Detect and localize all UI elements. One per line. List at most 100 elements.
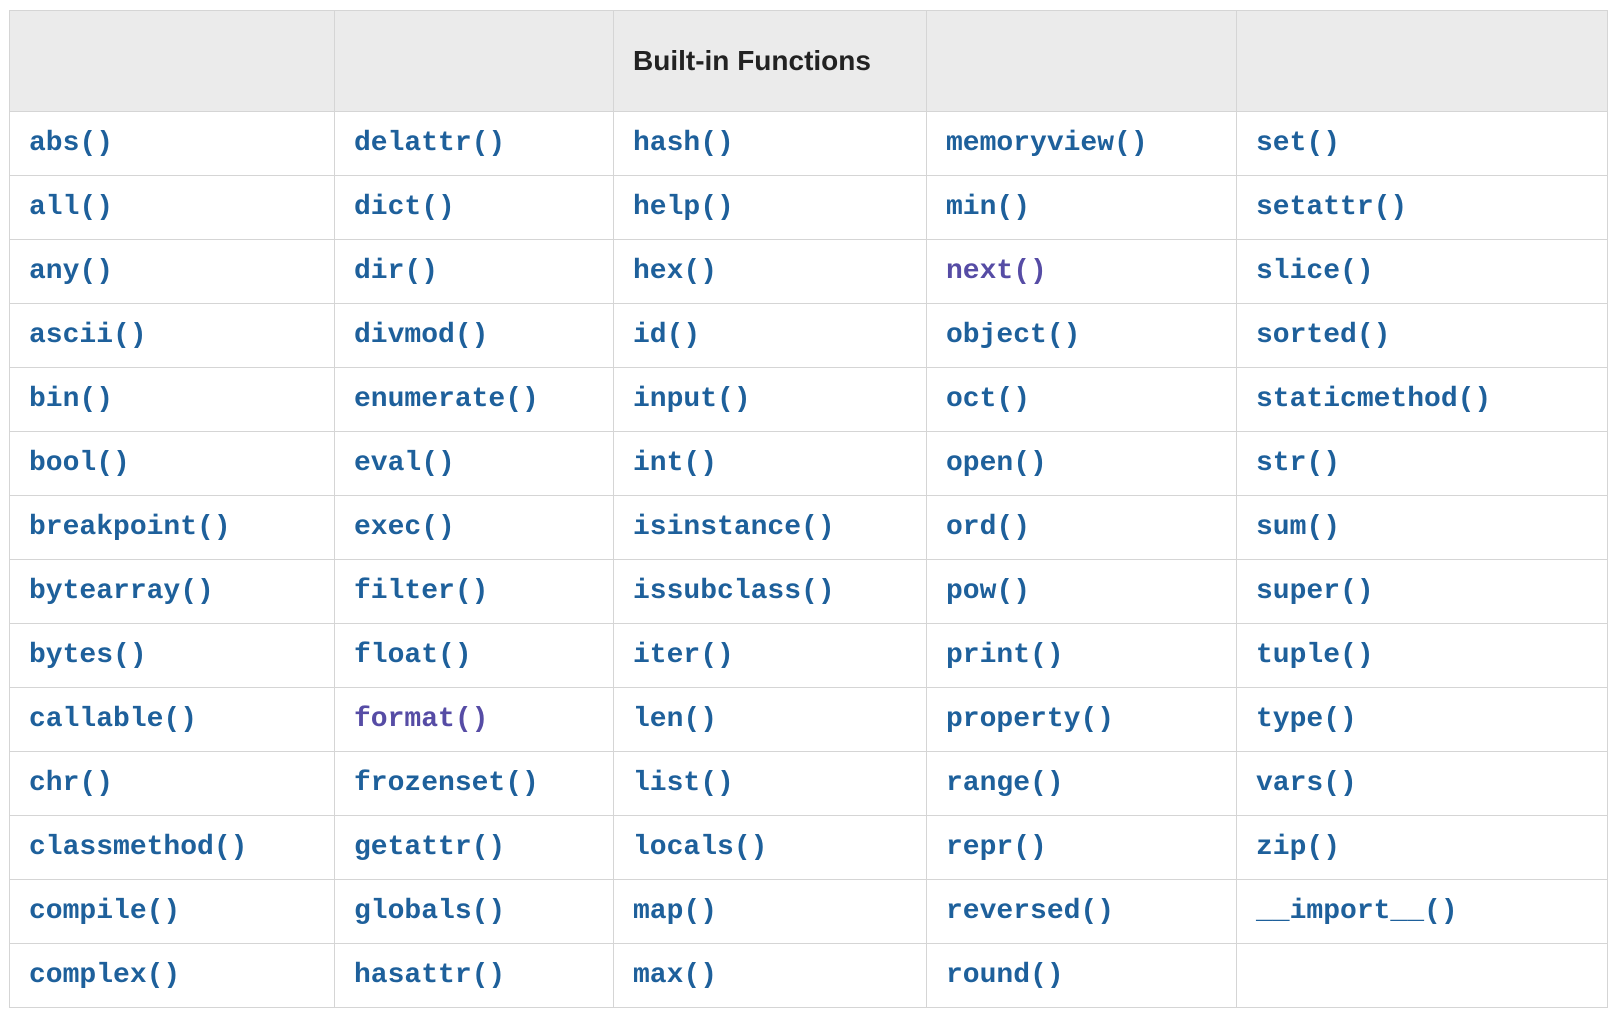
table-cell: bytearray() [9,559,335,624]
table-head: Built-in Functions [9,10,1608,112]
function-link-chr[interactable]: chr() [29,768,114,799]
table-cell: divmod() [334,303,614,368]
function-link-input[interactable]: input() [633,384,751,415]
function-link-exec[interactable]: exec() [354,512,455,543]
function-link-max[interactable]: max() [633,960,718,991]
table-cell: type() [1236,687,1608,752]
function-link-pow[interactable]: pow() [946,576,1031,607]
function-link-next[interactable]: next() [946,256,1047,287]
function-link-bin[interactable]: bin() [29,384,114,415]
function-link-hex[interactable]: hex() [633,256,718,287]
function-link-id[interactable]: id() [633,320,701,351]
function-link-dict[interactable]: dict() [354,192,455,223]
function-link-divmod[interactable]: divmod() [354,320,489,351]
function-link-len[interactable]: len() [633,704,718,735]
function-link-zip[interactable]: zip() [1256,832,1341,863]
function-link-property[interactable]: property() [946,704,1115,735]
function-link-breakpoint[interactable]: breakpoint() [29,512,231,543]
function-link-set[interactable]: set() [1256,128,1341,159]
table-cell: property() [926,687,1237,752]
table-cell: round() [926,943,1237,1008]
function-link-open[interactable]: open() [946,448,1047,479]
table-cell: next() [926,239,1237,304]
function-link-compile[interactable]: compile() [29,896,181,927]
function-link-abs[interactable]: abs() [29,128,114,159]
table-header-cell [1236,10,1608,112]
function-link-vars[interactable]: vars() [1256,768,1357,799]
function-link-list[interactable]: list() [633,768,734,799]
table-row: bin() enumerate() input() oct() staticmethod… [9,367,1608,432]
function-link-bool[interactable]: bool() [29,448,130,479]
function-link-bytes[interactable]: bytes() [29,640,147,671]
function-link-hash[interactable]: hash() [633,128,734,159]
function-link-float[interactable]: float() [354,640,472,671]
table-cell: dict() [334,175,614,240]
function-link-frozenset[interactable]: frozenset() [354,768,539,799]
function-link-classmethod[interactable]: classmethod() [29,832,248,863]
table-cell: hex() [613,239,927,304]
function-link-isinstance[interactable]: isinstance() [633,512,835,543]
function-link-issubclass[interactable]: issubclass() [633,576,835,607]
function-link-hasattr[interactable]: hasattr() [354,960,506,991]
function-link-dir[interactable]: dir() [354,256,439,287]
function-link-format[interactable]: format() [354,704,489,735]
table-cell: filter() [334,559,614,624]
table-cell: callable() [9,687,335,752]
table-row: bytes() float() iter() print() tuple() [9,623,1608,688]
function-link-super[interactable]: super() [1256,576,1374,607]
function-link-complex[interactable]: complex() [29,960,181,991]
table-cell: max() [613,943,927,1008]
function-link-memoryview[interactable]: memoryview() [946,128,1148,159]
function-link-bytearray[interactable]: bytearray() [29,576,214,607]
table-cell: bin() [9,367,335,432]
function-link-min[interactable]: min() [946,192,1031,223]
function-link-print[interactable]: print() [946,640,1064,671]
function-link-tuple[interactable]: tuple() [1256,640,1374,671]
table-cell: compile() [9,879,335,944]
function-link-sorted[interactable]: sorted() [1256,320,1391,351]
function-link-callable[interactable]: callable() [29,704,198,735]
function-link-iter[interactable]: iter() [633,640,734,671]
table-row: chr() frozenset() list() range() vars() [9,751,1608,816]
function-link-round[interactable]: round() [946,960,1064,991]
function-link-__import__[interactable]: __import__() [1256,896,1458,927]
function-link-eval[interactable]: eval() [354,448,455,479]
function-link-globals[interactable]: globals() [354,896,506,927]
function-link-oct[interactable]: oct() [946,384,1031,415]
function-link-int[interactable]: int() [633,448,718,479]
table-cell: object() [926,303,1237,368]
function-link-type[interactable]: type() [1256,704,1357,735]
function-link-str[interactable]: str() [1256,448,1341,479]
function-link-sum[interactable]: sum() [1256,512,1341,543]
function-link-help[interactable]: help() [633,192,734,223]
function-link-slice[interactable]: slice() [1256,256,1374,287]
function-link-ascii[interactable]: ascii() [29,320,147,351]
function-link-any[interactable]: any() [29,256,114,287]
table-row: callable() format() len() property() type() [9,687,1608,752]
table-row: compile() globals() map() reversed() __impor… [9,879,1608,944]
table-cell: setattr() [1236,175,1608,240]
table-header-cell [9,10,335,112]
table-cell: vars() [1236,751,1608,816]
function-link-object[interactable]: object() [946,320,1081,351]
table-cell: getattr() [334,815,614,880]
function-link-range[interactable]: range() [946,768,1064,799]
function-link-setattr[interactable]: setattr() [1256,192,1408,223]
table-cell: sorted() [1236,303,1608,368]
function-link-map[interactable]: map() [633,896,718,927]
function-link-repr[interactable]: repr() [946,832,1047,863]
table-cell: any() [9,239,335,304]
table-cell: all() [9,175,335,240]
function-link-all[interactable]: all() [29,192,114,223]
function-link-reversed[interactable]: reversed() [946,896,1115,927]
function-link-filter[interactable]: filter() [354,576,489,607]
table-cell: sum() [1236,495,1608,560]
function-link-staticmethod[interactable]: staticmethod() [1256,384,1492,415]
function-link-locals[interactable]: locals() [633,832,768,863]
table-cell: hasattr() [334,943,614,1008]
function-link-enumerate[interactable]: enumerate() [354,384,539,415]
function-link-ord[interactable]: ord() [946,512,1031,543]
function-link-getattr[interactable]: getattr() [354,832,506,863]
function-link-delattr[interactable]: delattr() [354,128,506,159]
